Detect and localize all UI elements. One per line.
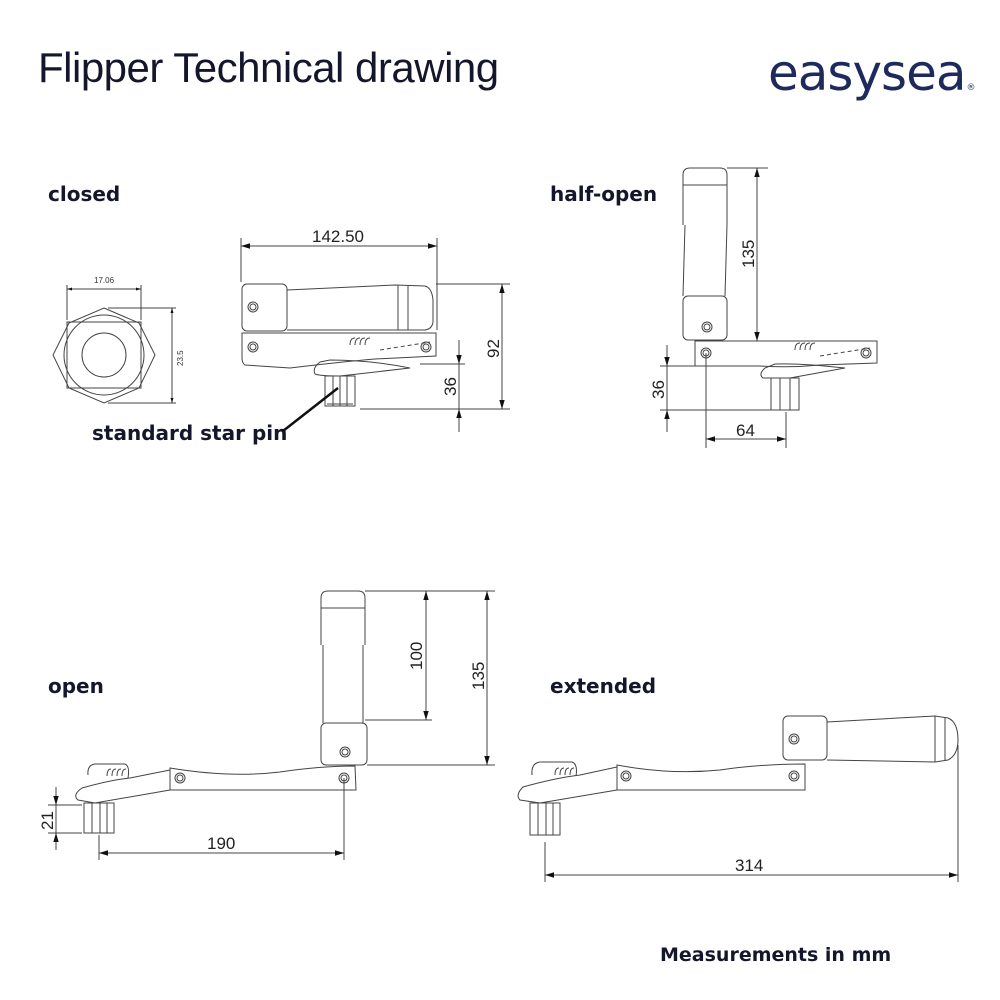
label-half-open: half-open [550, 182, 658, 206]
dim-star-pin-width: 17.06 [94, 276, 115, 285]
registered-mark: ® [966, 83, 976, 93]
closed-side-view [240, 238, 510, 432]
star-pin-callout: standard star pin [92, 421, 288, 445]
dim-half-open-offset: 64 [736, 421, 755, 440]
dim-half-open-handle-height: 135 [739, 240, 758, 268]
label-extended: extended [550, 674, 657, 698]
brand-logo: easysea® [768, 44, 976, 102]
label-closed: closed [48, 182, 121, 206]
dim-open-pin-height: 21 [38, 811, 57, 830]
dim-extended-total-length: 314 [735, 856, 763, 875]
star-pin-end-view [52, 285, 176, 404]
extended-view [517, 715, 959, 882]
dim-half-open-pin-height: 36 [649, 380, 668, 399]
dim-star-pin-height: 23.5 [176, 350, 185, 366]
dim-closed-height: 92 [484, 339, 503, 358]
callout-leader [282, 387, 339, 432]
units-note: Measurements in mm [660, 944, 892, 966]
dim-open-arm-length: 190 [207, 834, 235, 853]
page-title: Flipper Technical drawing [38, 44, 499, 91]
half-open-view [660, 167, 878, 448]
brand-name: easysea [768, 44, 966, 102]
open-view [48, 590, 495, 860]
dim-closed-length: 142.50 [312, 227, 364, 246]
label-open: open [48, 674, 104, 698]
dim-open-grip-length: 100 [407, 642, 426, 670]
dim-open-handle-height: 135 [469, 662, 488, 690]
dim-closed-pin-height: 36 [441, 377, 460, 396]
